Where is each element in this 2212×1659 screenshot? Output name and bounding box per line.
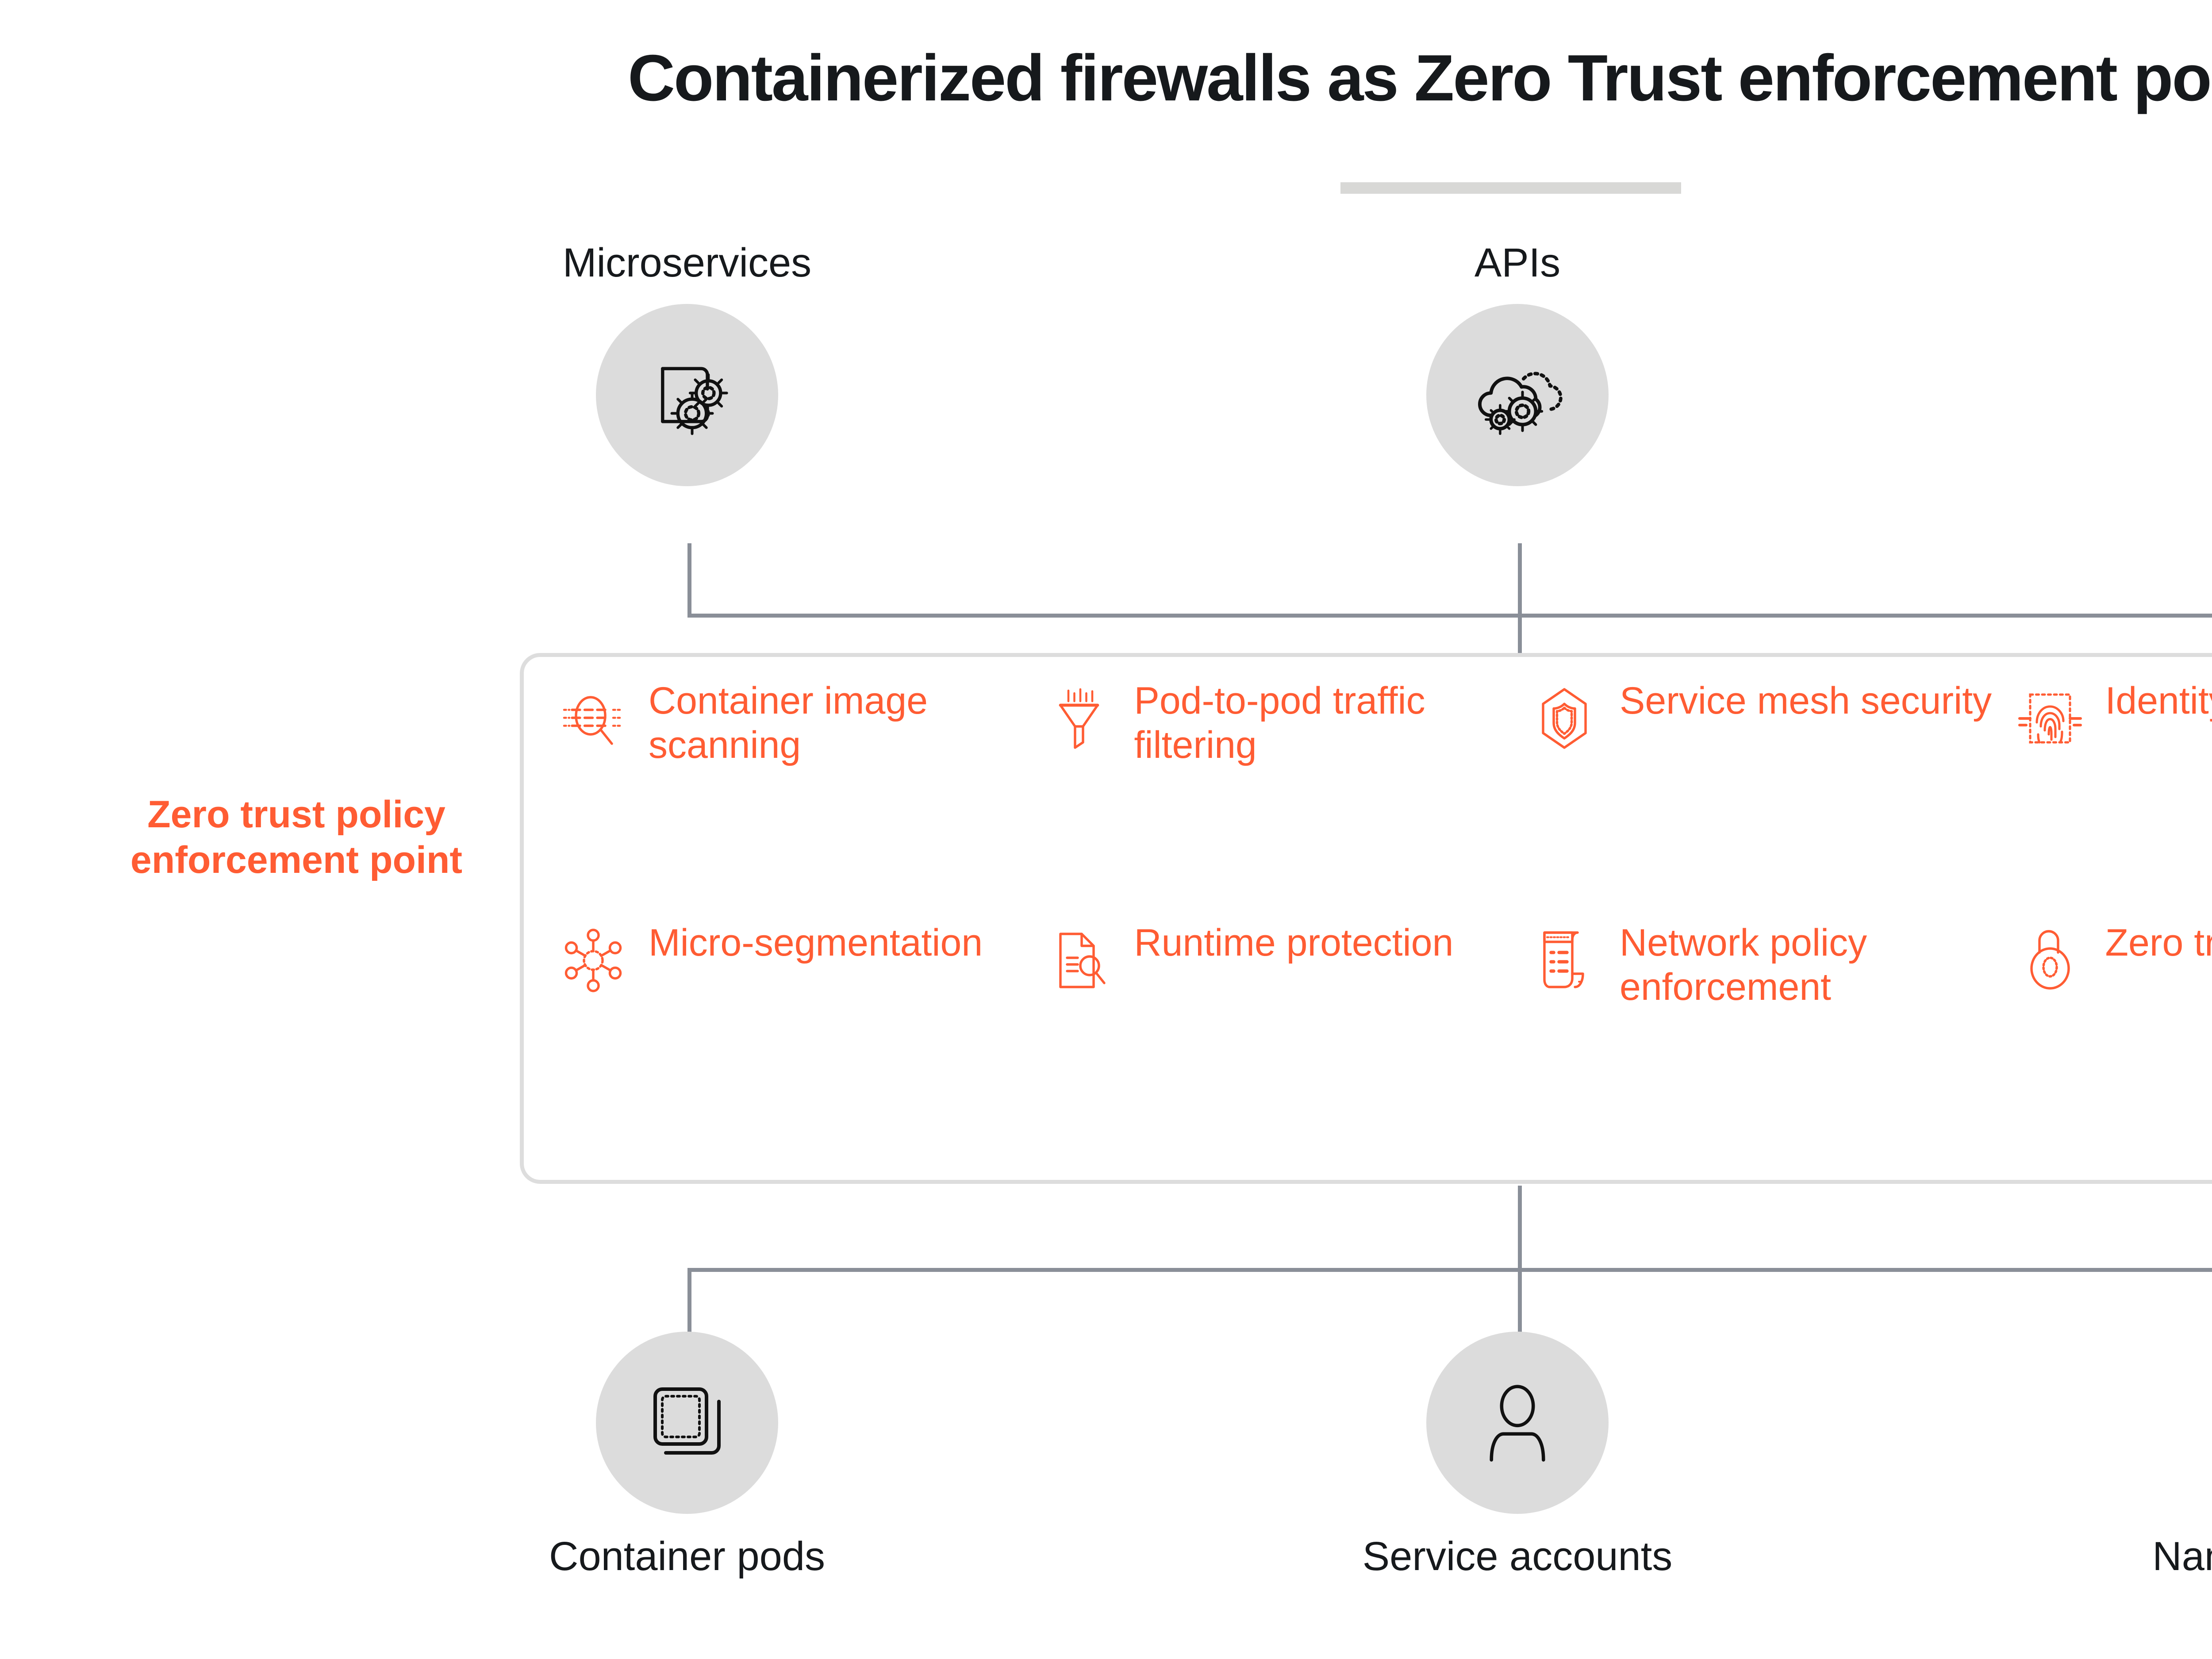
connector-line bbox=[687, 1268, 691, 1339]
stacked-pods-icon bbox=[643, 1379, 731, 1467]
bottom-node-label: Service accounts bbox=[1362, 1534, 1673, 1579]
service-label: Service mesh security bbox=[1620, 680, 1992, 722]
service-label: Runtime protection bbox=[1134, 922, 1454, 964]
cloud-gears-icon bbox=[1467, 344, 1568, 446]
bottom-node-circle bbox=[596, 1332, 778, 1514]
padlock-icon bbox=[2008, 918, 2092, 1002]
firewall-services-box: Container image scanning Pod-to-pod traf… bbox=[520, 653, 2212, 1184]
service-item: Service mesh security bbox=[1522, 676, 2008, 918]
top-node-microservices: Microservices bbox=[488, 239, 886, 486]
service-item: Container image scanning bbox=[551, 676, 1037, 918]
document-magnifier-icon bbox=[1037, 918, 1121, 1002]
service-label: Container image scanning bbox=[649, 680, 928, 766]
policy-scroll-icon bbox=[1522, 918, 1606, 1002]
service-item: Network policy enforcement bbox=[1522, 918, 2008, 1160]
service-label: Network policy enforcement bbox=[1620, 922, 1867, 1008]
page-title: Containerized firewalls as Zero Trust en… bbox=[628, 42, 2212, 115]
top-node-circle bbox=[1426, 303, 1609, 486]
bottom-node-container-pods: Container pods bbox=[488, 1332, 886, 1581]
bottom-node-label: Container pods bbox=[549, 1534, 825, 1579]
service-item: Runtime protection bbox=[1037, 918, 1523, 1160]
connector-line bbox=[1518, 1268, 1522, 1339]
service-label: Zero trust access bbox=[2105, 922, 2212, 964]
service-item: Zero trust access bbox=[2008, 918, 2212, 1160]
shield-hex-icon bbox=[1522, 676, 1606, 760]
connector-line bbox=[1518, 543, 1522, 644]
connector-line bbox=[1518, 1186, 1522, 1270]
top-node-label: APIs bbox=[1474, 240, 1561, 285]
container-gears-icon bbox=[636, 344, 738, 446]
connector-line bbox=[687, 614, 2212, 618]
connector-line bbox=[687, 543, 691, 616]
bottom-node-service-accounts: Service accounts bbox=[1318, 1332, 1717, 1581]
top-node-label: Data stores bbox=[2148, 239, 2212, 287]
top-node-label: Microservices bbox=[562, 240, 812, 285]
service-item: Micro-segmentation bbox=[551, 918, 1037, 1160]
network-nodes-icon bbox=[551, 918, 635, 1002]
connector-line bbox=[687, 1268, 2212, 1272]
connector-line bbox=[1518, 614, 1522, 653]
top-node-data-stores: Data stores bbox=[2148, 239, 2212, 486]
service-label: Identity-based accss bbox=[2105, 680, 2212, 722]
service-label: Micro-segmentation bbox=[649, 922, 983, 964]
scan-magnifier-icon bbox=[551, 676, 635, 760]
funnel-filter-icon bbox=[1037, 676, 1121, 760]
left-side-label: Zero trust policy enforcement point bbox=[130, 793, 463, 882]
user-person-icon bbox=[1471, 1376, 1564, 1469]
service-item: Pod-to-pod traffic filtering bbox=[1037, 676, 1523, 918]
top-node-apis: APIs bbox=[1318, 239, 1717, 486]
top-node-circle bbox=[596, 303, 778, 486]
title-divider bbox=[1340, 182, 1681, 194]
bottom-node-namespaces-clusters: Namespaces/clusters bbox=[2148, 1332, 2212, 1581]
bottom-node-label: Namespaces/clusters bbox=[2152, 1534, 2212, 1579]
service-item: Identity-based accss bbox=[2008, 676, 2212, 918]
bottom-node-circle bbox=[1426, 1332, 1609, 1514]
service-label: Pod-to-pod traffic filtering bbox=[1134, 680, 1425, 766]
fingerprint-scan-icon bbox=[2008, 676, 2092, 760]
